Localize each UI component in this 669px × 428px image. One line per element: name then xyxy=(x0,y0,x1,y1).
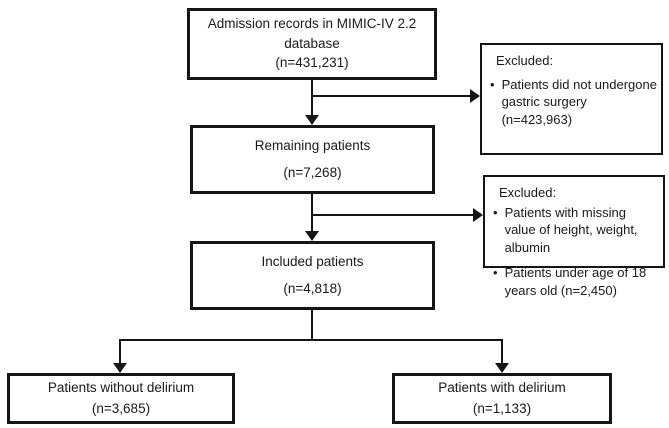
remaining-patients-box: Remaining patients (n=7,268) xyxy=(190,125,435,194)
bullet-icon: • xyxy=(493,265,498,281)
connector-branch-to-excluded-1 xyxy=(312,95,470,97)
patients-with-delirium-box: Patients with delirium (n=1,133) xyxy=(392,373,612,424)
admission-records-count: (n=431,231) xyxy=(275,55,349,71)
bullet-icon: • xyxy=(493,204,498,220)
arrowhead-right-excluded-1-icon xyxy=(470,89,480,103)
excluded-1-bullet-item: • Patients did not undergone gastric sur… xyxy=(488,76,657,129)
included-patients-count: (n=4,818) xyxy=(283,281,342,296)
patients-without-delirium-count: (n=3,685) xyxy=(91,401,151,416)
patients-without-delirium-box: Patients without delirium (n=3,685) xyxy=(7,373,235,424)
excluded-box-1: Excluded: • Patients did not undergone g… xyxy=(480,43,663,155)
excluded-2-bullet-text-2: Patients under age of 18 years old (n=2,… xyxy=(504,265,647,298)
admission-records-line2: database xyxy=(284,35,340,51)
excluded-1-title: Excluded: xyxy=(496,53,554,68)
excluded-2-title: Excluded: xyxy=(499,185,557,200)
admission-records-box: Admission records in MIMIC-IV 2.2 databa… xyxy=(187,8,437,80)
patients-without-delirium-label: Patients without delirium xyxy=(47,379,195,395)
excluded-box-2: Excluded: • Patients with missing value … xyxy=(483,175,665,298)
admission-records-line1: Admission records in MIMIC-IV 2.2 xyxy=(207,16,417,32)
arrowhead-right-excluded-2-icon xyxy=(473,208,483,222)
connector-split-to-without xyxy=(119,339,121,364)
patients-with-delirium-label: Patients with delirium xyxy=(438,379,566,395)
connector-remaining-to-included xyxy=(311,194,313,232)
arrowhead-down-included-icon xyxy=(305,231,319,241)
excluded-2-bullet-item-2: • Patients under age of 18 years old (n=… xyxy=(491,264,659,299)
included-patients-label: Included patients xyxy=(261,253,364,269)
connector-split-to-with xyxy=(501,339,503,364)
connector-admission-to-remaining xyxy=(311,80,313,116)
bullet-icon: • xyxy=(490,76,495,92)
remaining-patients-label: Remaining patients xyxy=(254,137,371,153)
connector-included-to-split xyxy=(311,310,313,341)
excluded-2-bullet-text-1: Patients with missing value of height, w… xyxy=(504,204,638,255)
arrowhead-down-with-delirium-icon xyxy=(495,363,509,373)
connector-branch-to-excluded-2 xyxy=(312,214,473,216)
arrowhead-down-remaining-icon xyxy=(305,115,319,125)
arrowhead-down-without-delirium-icon xyxy=(113,363,127,373)
included-patients-box: Included patients (n=4,818) xyxy=(190,241,435,310)
patients-with-delirium-count: (n=1,133) xyxy=(472,401,532,416)
excluded-1-bullet-text: Patients did not undergone gastric surge… xyxy=(501,76,657,127)
connector-split-horizontal xyxy=(119,339,503,341)
excluded-2-bullet-item-1: • Patients with missing value of height,… xyxy=(491,204,659,257)
remaining-patients-count: (n=7,268) xyxy=(283,165,342,180)
